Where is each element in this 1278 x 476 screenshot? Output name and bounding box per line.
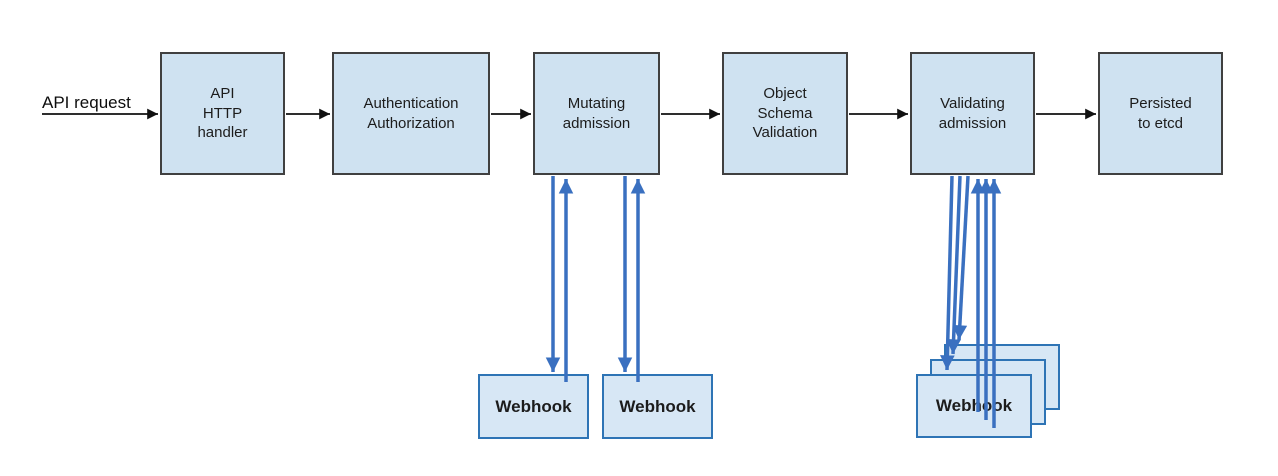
mutating-webhook-box-1: Webhook [478, 374, 589, 439]
node-mutating-admission: Mutating admission [533, 52, 660, 175]
validating-webhook-box-front: Webhook [916, 374, 1032, 438]
node-object-schema-validation: Object Schema Validation [722, 52, 848, 175]
api-request-label: API request [42, 93, 131, 112]
validating-webhook-call-arrow-1 [940, 175, 955, 371]
validating-webhook-call-arrow-2 [946, 175, 962, 355]
node-validating-admission: Validating admission [910, 52, 1035, 175]
mutating-webhook-box-2: Webhook [602, 374, 713, 439]
validating-webhook-call-arrow-3 [952, 175, 970, 341]
webhook-label: Webhook [495, 396, 572, 416]
node-persisted-to-etcd: Persisted to etcd [1098, 52, 1223, 175]
node-api-http-handler: API HTTP handler [160, 52, 285, 175]
webhook-label: Webhook [619, 396, 696, 416]
node-authentication-authorization: Authentication Authorization [332, 52, 490, 175]
webhook-label: Webhook [935, 396, 1013, 415]
